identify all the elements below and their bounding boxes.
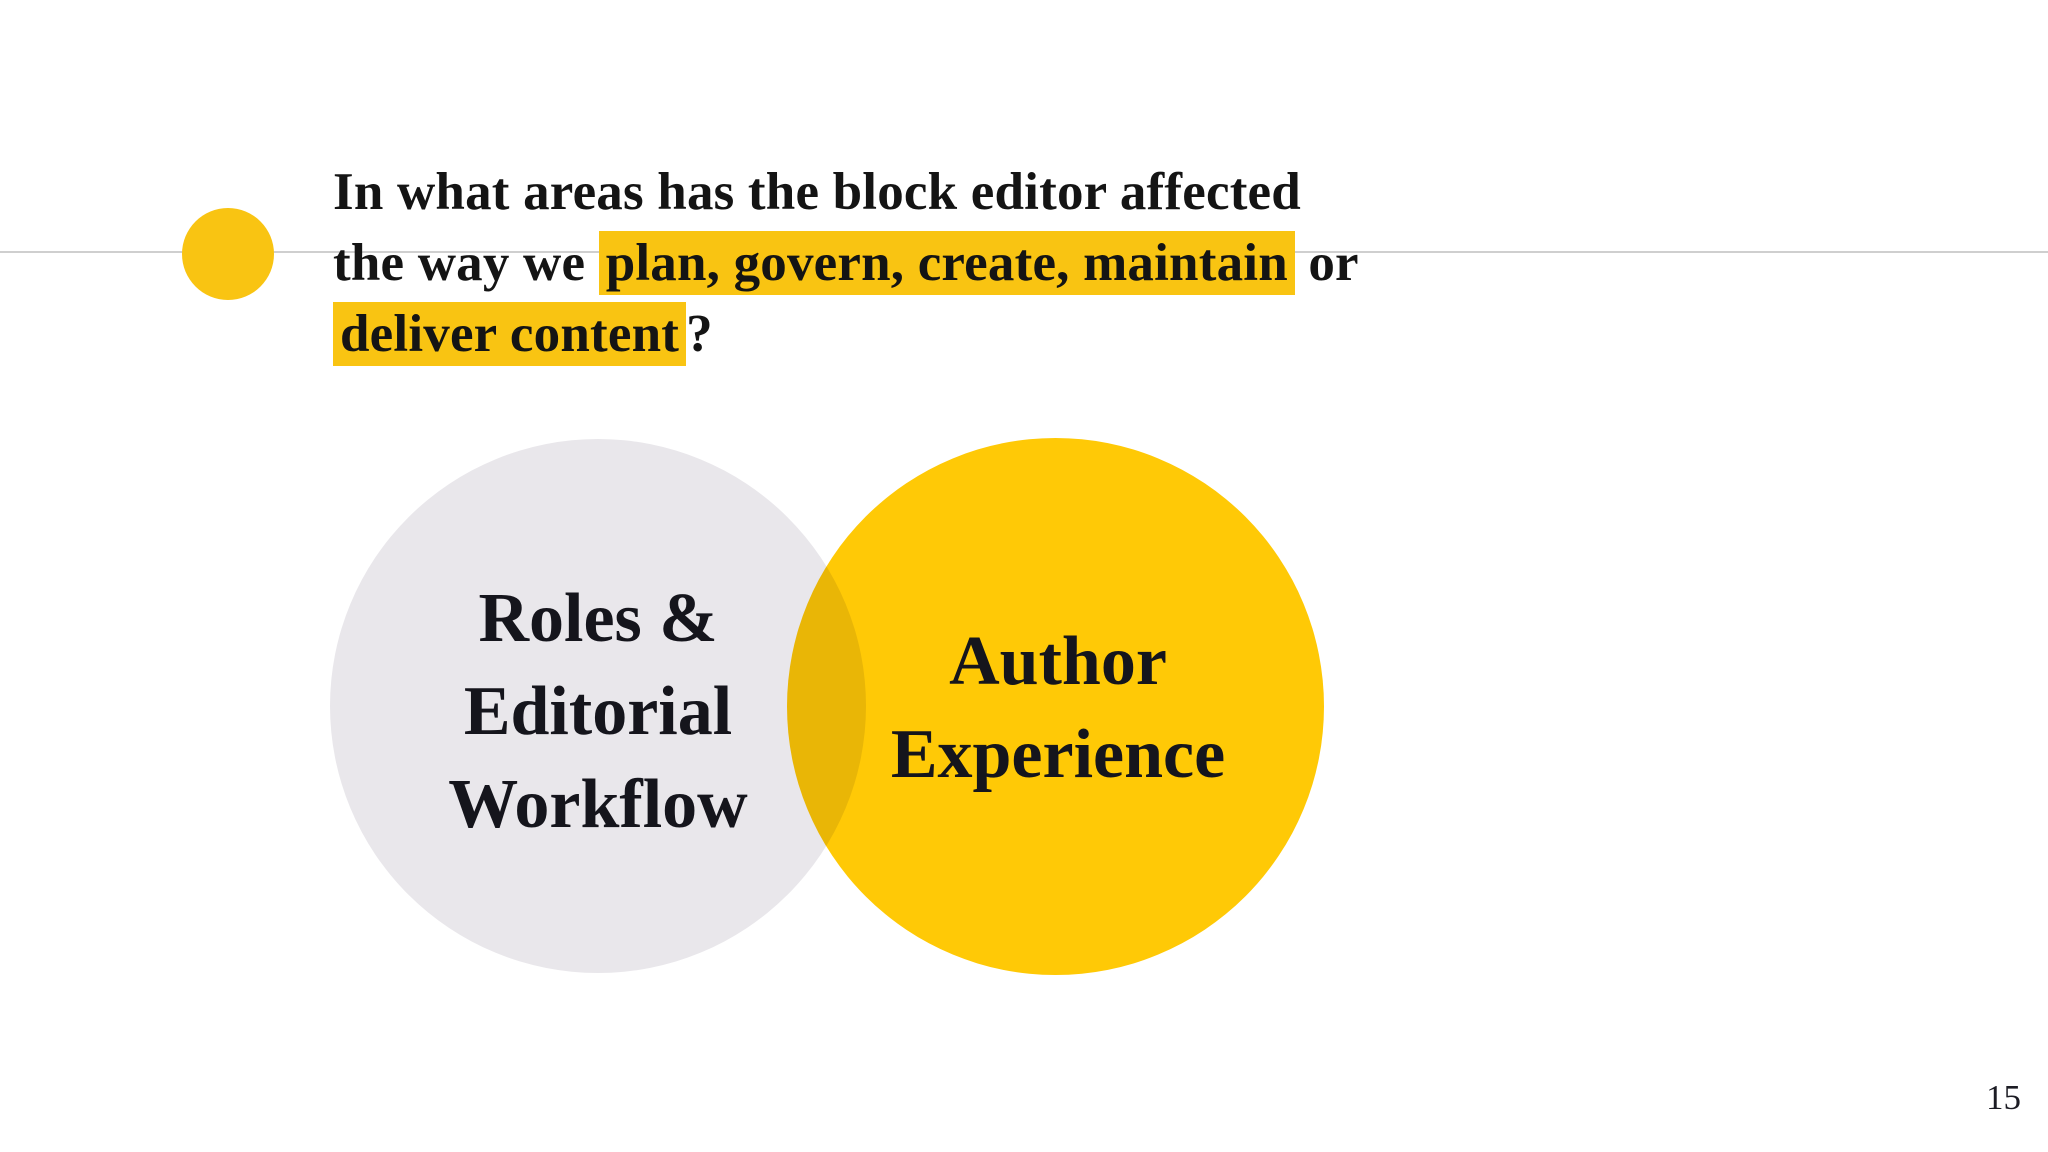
title-line-1-text: In what areas has the block editor affec…	[333, 163, 1301, 221]
venn-left-label: Roles & Editorial Workflow	[378, 572, 818, 851]
venn-left-label-line-1: Roles &	[478, 580, 718, 657]
title-line-1: In what areas has the block editor affec…	[333, 157, 1359, 228]
title-line-2-prefix: the way we	[333, 234, 599, 292]
title-line-2-suffix: or	[1294, 234, 1359, 292]
venn-left-label-line-3: Workflow	[448, 766, 748, 843]
yellow-bullet-dot	[182, 208, 274, 300]
title-line-3-suffix: ?	[686, 305, 713, 363]
venn-right-label: Author Experience	[838, 615, 1278, 801]
title-highlight-plan-govern-create-maintain: plan, govern, create, maintain	[598, 231, 1295, 295]
venn-right-label-line-2: Experience	[890, 716, 1226, 793]
title-line-3: deliver content?	[333, 299, 1359, 370]
venn-right-label-line-1: Author	[949, 623, 1167, 700]
title-line-2: the way we plan, govern, create, maintai…	[333, 228, 1359, 299]
page-number: 15	[1986, 1078, 2021, 1117]
venn-left-label-line-2: Editorial	[463, 673, 733, 750]
slide-title: In what areas has the block editor affec…	[333, 157, 1359, 370]
venn-circle-author-experience	[787, 438, 1324, 975]
venn-circle-roles-editorial-workflow	[330, 439, 866, 973]
title-highlight-deliver-content: deliver content	[333, 302, 687, 366]
